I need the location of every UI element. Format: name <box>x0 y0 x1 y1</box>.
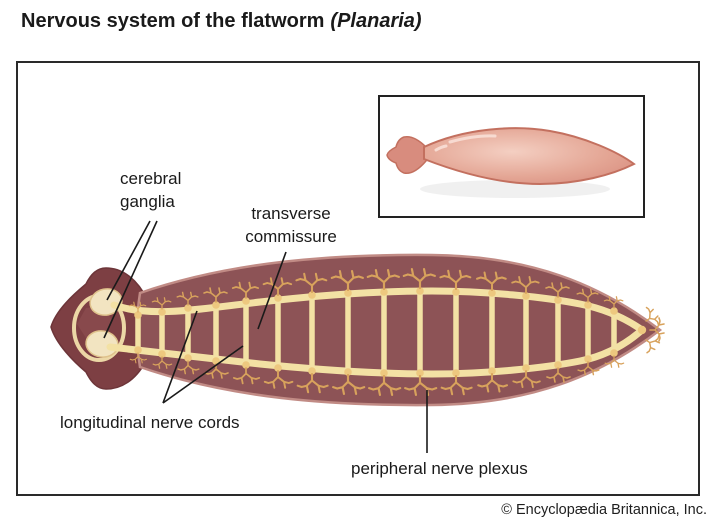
label-longitudinal-nerve-cords: longitudinal nerve cords <box>60 413 240 432</box>
title-species: (Planaria) <box>330 10 422 32</box>
inset-worm-body <box>423 127 636 186</box>
inset-worm-highlight <box>448 134 497 144</box>
inset-worm-shadow <box>420 180 610 198</box>
credit-line: © Encyclopædia Britannica, Inc. <box>501 502 707 518</box>
inset-worm-head <box>386 135 429 174</box>
title-text: Nervous system of the flatworm <box>21 10 325 32</box>
inset-frame <box>378 95 645 218</box>
label-transverse-commissure-line1: transverse <box>251 204 331 223</box>
label-cerebral-ganglia: cerebral ganglia <box>120 167 181 213</box>
inset-worm-highlight-small <box>434 144 448 152</box>
label-transverse-commissure-line2: commissure <box>245 227 337 246</box>
label-cerebral-ganglia-line1: cerebral <box>120 169 182 188</box>
inset-worm-illustration <box>386 127 636 198</box>
page-title: Nervous system of the flatworm(Planaria) <box>21 10 422 33</box>
label-peripheral-nerve-plexus: peripheral nerve plexus <box>351 459 528 478</box>
label-transverse-commissure: transverse commissure <box>221 202 361 248</box>
label-cerebral-ganglia-line2: ganglia <box>120 192 175 211</box>
